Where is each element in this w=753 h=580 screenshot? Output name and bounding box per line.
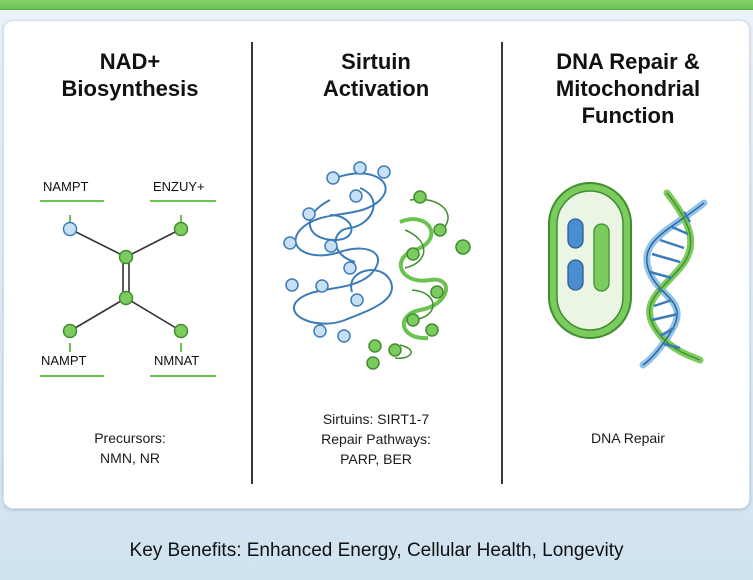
base-pair <box>659 238 685 250</box>
base-pair <box>651 252 681 264</box>
base-pair <box>649 270 673 280</box>
atom-node <box>406 313 420 327</box>
atom-node <box>315 279 329 293</box>
atom-node <box>324 239 338 253</box>
dna-strand-outline <box>642 202 705 366</box>
atom-node <box>283 236 297 250</box>
caption-line: Sirtuins: SIRT1-7 <box>322 411 430 427</box>
bond-line <box>69 297 127 332</box>
base-pair <box>659 326 675 338</box>
base-pair <box>663 342 681 350</box>
atom-node <box>350 293 364 307</box>
atom-node <box>366 356 380 370</box>
base-pair <box>657 287 663 293</box>
nad-biosynthesis-title: NAD+ Biosynthesis <box>20 48 240 102</box>
dna-repair-title: DNA Repair & Mitochondrial Function <box>518 48 738 129</box>
atom-node <box>430 285 444 299</box>
cristae-blue <box>567 218 584 249</box>
column-divider-1 <box>251 42 253 484</box>
sirtuin-activation-title: Sirtuin Activation <box>266 48 486 102</box>
atom-node <box>406 247 420 261</box>
atom-node <box>377 165 391 179</box>
column-divider-2 <box>501 42 503 484</box>
atom-node <box>455 239 471 255</box>
node-label-top-left: NAMPT <box>43 179 89 194</box>
title-line: Function <box>581 103 675 128</box>
atom-node <box>413 190 427 204</box>
bond-line <box>69 228 127 258</box>
green-helix <box>398 217 448 341</box>
base-pair <box>653 298 673 308</box>
atom-node <box>368 339 382 353</box>
base-pair <box>682 211 692 223</box>
green-helix-outline <box>394 198 449 359</box>
cristae-blue <box>567 259 584 291</box>
title-line: NAD+ <box>99 49 161 74</box>
node-label-bottom-right: NMNAT <box>154 353 200 368</box>
atom-node <box>337 329 351 343</box>
molecule-node <box>173 323 189 339</box>
sirtuin-caption: Sirtuins: SIRT1-7 Repair Pathways: PARP,… <box>266 409 486 469</box>
key-benefits-footer: Key Benefits: Enhanced Energy, Cellular … <box>129 540 624 561</box>
protein-coil <box>334 187 375 263</box>
caption-line: DNA Repair <box>591 430 665 446</box>
mitochondrion-inner <box>556 190 624 331</box>
atom-node <box>313 324 327 338</box>
cristae-green <box>593 223 610 292</box>
molecule-node <box>173 221 189 237</box>
molecule-node <box>118 290 134 306</box>
node-label-top-right: ENZUY+ <box>153 179 205 194</box>
atom-node <box>285 278 299 292</box>
dna-strand-outline <box>648 192 701 361</box>
title-line: Sirtuin <box>341 49 411 74</box>
title-line: Biosynthesis <box>61 76 199 101</box>
molecule-node <box>62 323 78 339</box>
caption-line: NMN, NR <box>100 450 160 466</box>
atom-node <box>302 207 316 221</box>
base-pair <box>671 225 689 236</box>
nad-precursors-caption: Precursors: NMN, NR <box>20 428 240 468</box>
caption-line: Precursors: <box>94 430 166 446</box>
title-line: DNA Repair & <box>556 49 700 74</box>
protein-coil <box>344 269 393 321</box>
atom-node <box>353 161 367 175</box>
bond-line <box>125 228 182 258</box>
bond-line <box>125 297 182 332</box>
dna-repair-caption: DNA Repair <box>518 428 738 448</box>
atom-node <box>433 223 447 237</box>
atom-node <box>349 189 363 203</box>
atom-node <box>425 323 439 337</box>
title-line: Activation <box>322 76 430 101</box>
caption-line: PARP, BER <box>340 451 412 467</box>
molecule-node <box>62 221 78 237</box>
caption-line: Repair Pathways: <box>321 431 431 447</box>
atom-node <box>388 343 402 357</box>
atom-node <box>343 261 357 275</box>
top-accent-bar <box>0 0 753 10</box>
dna-strand-green <box>646 189 704 364</box>
title-line: Mitochondrial <box>555 76 701 101</box>
atom-node <box>326 171 340 185</box>
base-pair <box>651 312 679 322</box>
node-label-bottom-left: NAMPT <box>41 353 87 368</box>
molecule-node <box>118 249 134 265</box>
